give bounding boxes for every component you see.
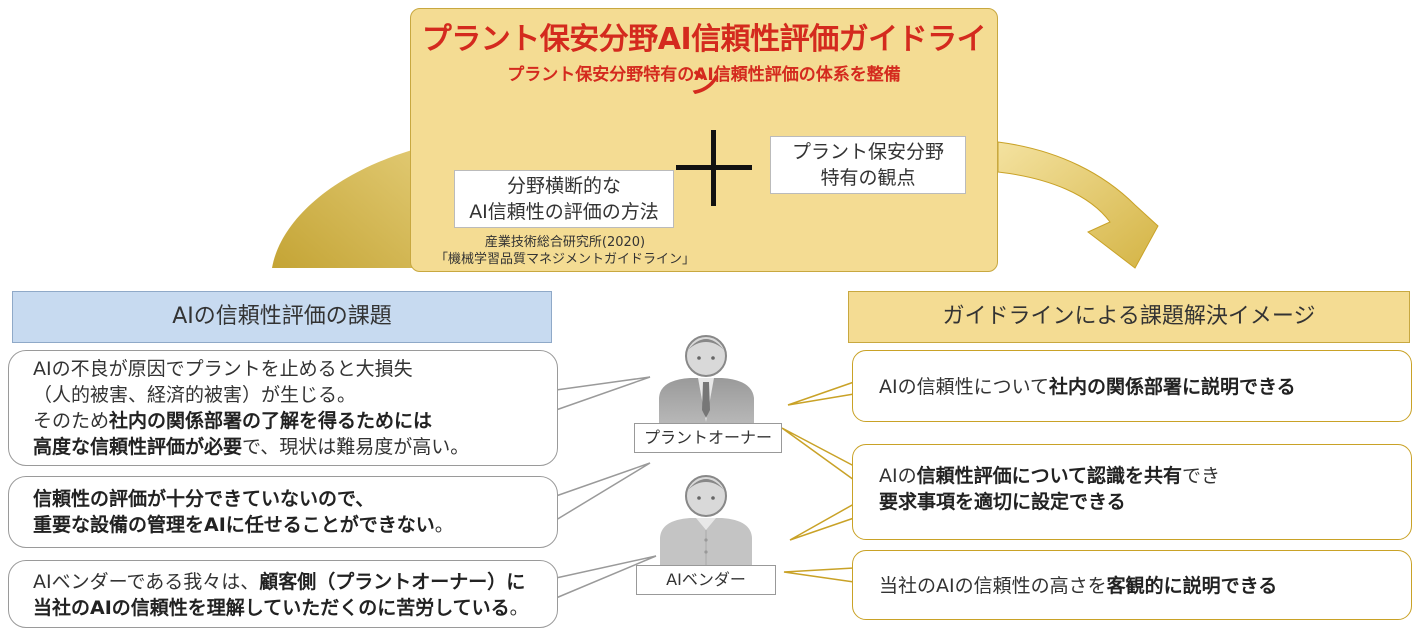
cross-domain-method-line2: AI信頼性の評価の方法 (469, 201, 659, 223)
challenge-1-line3: そのため社内の関係部署の了解を得るためには (33, 410, 433, 432)
plant-perspective-box: プラント保安分野 特有の観点 (770, 136, 966, 194)
challenge-1-line4: 高度な信頼性評価が必要で、現状は難易度が高い。 (33, 436, 470, 458)
challenge-2-line2: 重要な設備の管理をAIに任せることができない。 (33, 514, 454, 536)
callout-line-5 (781, 427, 855, 481)
callout-line-6 (789, 503, 855, 541)
callout-line-1 (555, 376, 651, 411)
solutions-header: ガイドラインによる課題解決イメージ (848, 291, 1410, 343)
ai-vendor-label: AIベンダー (636, 565, 776, 595)
challenge-3-line1: AIベンダーである我々は、顧客側（プラントオーナー）に (33, 571, 526, 593)
callout-line-3 (555, 555, 657, 599)
left-curved-arrow (272, 150, 412, 268)
callout-line-4 (787, 381, 855, 406)
guideline-subtitle: プラント保安分野特有のAI信頼性評価の体系を整備 (507, 65, 901, 85)
source-citation: 産業技術総合研究所(2020) 「機械学習品質マネジメントガイドライン」 (410, 234, 720, 268)
ai-vendor-icon (660, 475, 752, 566)
challenge-1-line2: （人的被害、経済的被害）が生じる。 (33, 384, 357, 406)
plant-owner-icon (659, 335, 754, 424)
solution-bubble-3: 当社のAIの信頼性の高さを客観的に説明できる (852, 550, 1412, 620)
solution-2-line2: 要求事項を適切に設定できる (879, 491, 1126, 513)
callout-line-2 (555, 462, 651, 521)
cross-domain-method-box: 分野横断的な AI信頼性の評価の方法 (454, 170, 674, 228)
challenge-1-line1: AIの不良が原因でプラントを止めると大損失 (33, 358, 413, 380)
plant-perspective-line1: プラント保安分野 (791, 141, 944, 163)
challenge-3-line2: 当社のAIの信頼性を理解していただくのに苦労している。 (33, 597, 529, 619)
callout-line-7 (783, 567, 855, 583)
source-line2: 「機械学習品質マネジメントガイドライン」 (434, 252, 695, 267)
right-curved-arrow (997, 141, 1159, 269)
guideline-title: プラント保安分野AI信頼性評価ガイドライン (421, 22, 987, 101)
solution-2-line1: AIの信頼性評価について認識を共有でき (879, 465, 1221, 487)
solution-bubble-2: AIの信頼性評価について認識を共有でき 要求事項を適切に設定できる (852, 444, 1412, 540)
challenges-header: AIの信頼性評価の課題 (12, 291, 552, 343)
challenge-2-line1: 信頼性の評価が十分できていないので、 (33, 488, 375, 510)
challenge-bubble-1: AIの不良が原因でプラントを止めると大損失 （人的被害、経済的被害）が生じる。 … (8, 350, 558, 466)
challenge-bubble-3: AIベンダーである我々は、顧客側（プラントオーナー）に 当社のAIの信頼性を理解… (8, 560, 558, 628)
solution-bubble-1: AIの信頼性について社内の関係部署に説明できる (852, 350, 1412, 422)
challenge-bubble-2: 信頼性の評価が十分できていないので、 重要な設備の管理をAIに任せることができな… (8, 476, 558, 548)
cross-domain-method-line1: 分野横断的な (506, 175, 621, 197)
plant-perspective-line2: 特有の観点 (820, 167, 916, 189)
plus-icon (676, 130, 752, 206)
plant-owner-label: プラントオーナー (634, 423, 782, 453)
source-line1: 産業技術総合研究所(2020) (484, 235, 646, 250)
